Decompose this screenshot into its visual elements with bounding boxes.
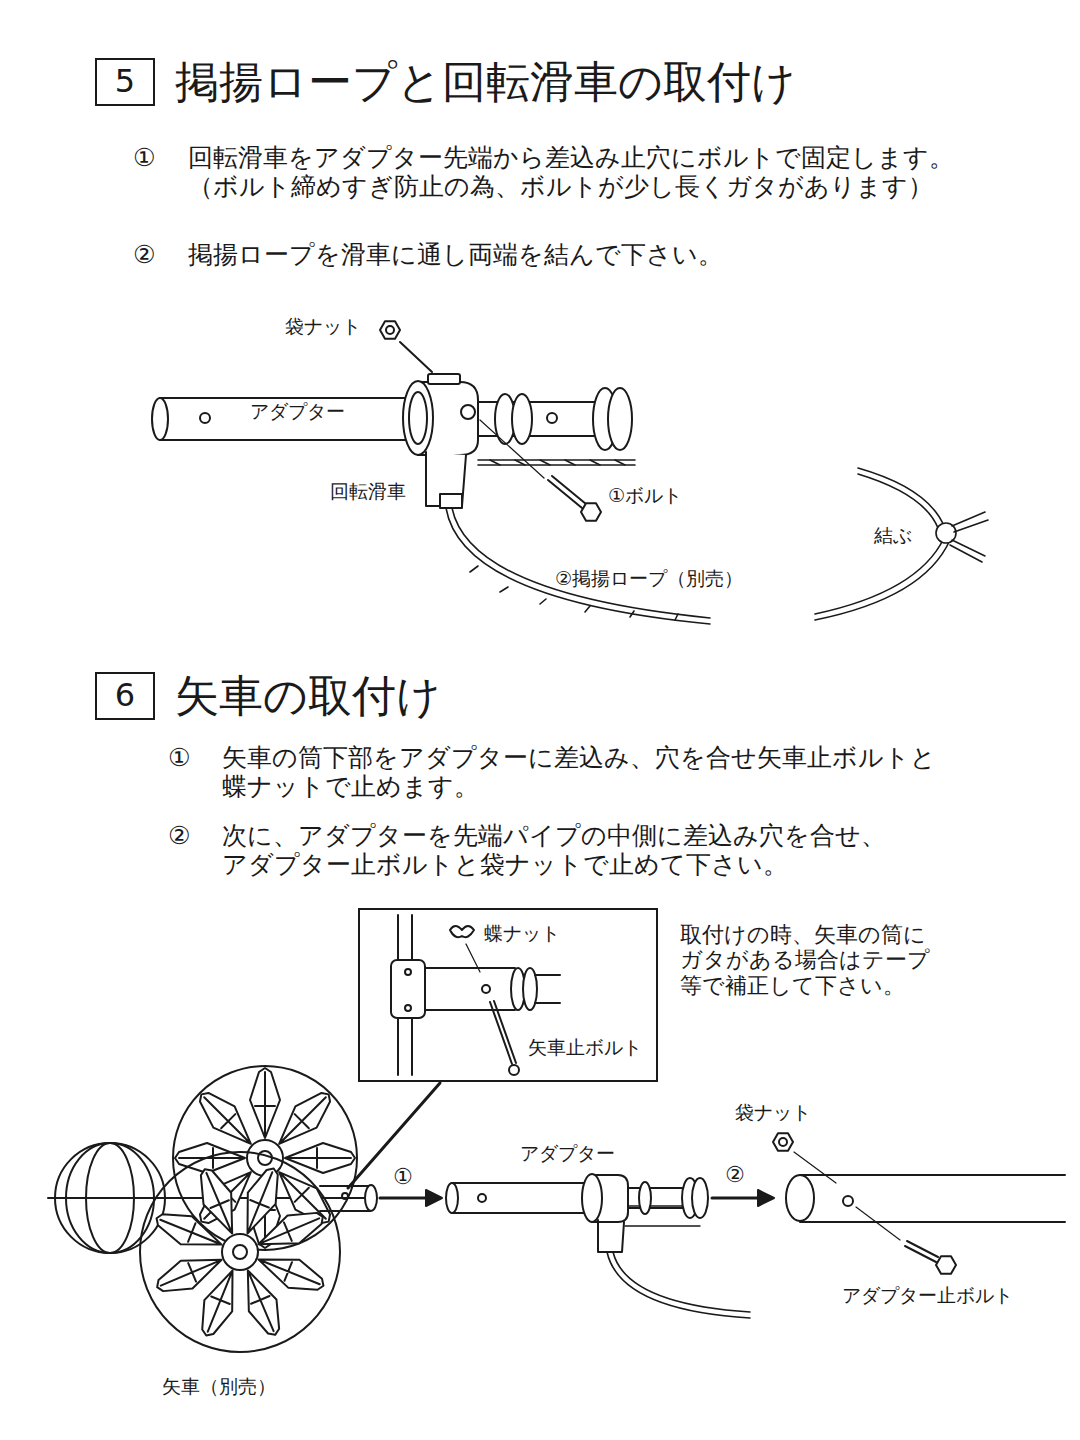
arrow (380, 1190, 774, 1206)
bolt (480, 420, 601, 521)
adapter-assembly (446, 1174, 708, 1252)
section-number-box: 6矢車の取付け (95, 672, 155, 720)
instruction-text: 次に、アダプターを先端パイプの中側に差込み穴を合せ、 アダプター止ボルトと袋ナッ… (222, 822, 892, 880)
part-label: アダプター (520, 1143, 615, 1165)
hoist-rope (446, 508, 710, 624)
windmill (48, 1066, 377, 1352)
step-number: ② (133, 241, 155, 270)
part-label: ②掲揚ロープ（別売） (555, 568, 743, 590)
spool (478, 388, 632, 450)
part-label: 矢車止ボルト (528, 1037, 642, 1058)
adapter-pipe (152, 398, 412, 440)
instruction-text: 矢車の筒下部をアダプターに差込み、穴を合せ矢車止ボルトと 蝶ナットで止めます。 (222, 744, 942, 802)
part-label: ①ボルト (608, 485, 682, 507)
callout-number: ② (725, 1162, 745, 1187)
part-label: 矢車（別売） (162, 1376, 276, 1398)
part-label: 回転滑車 (330, 481, 406, 503)
section-number-box: 5掲揚ロープと回転滑車の取付け (95, 58, 155, 106)
step-number: ① (133, 144, 155, 173)
part-label: 結ぶ (874, 525, 912, 547)
step-number: ② (168, 822, 190, 851)
rotating-pulley (403, 374, 478, 508)
cap-nut (380, 321, 432, 372)
section-number: 6 (115, 678, 135, 713)
note-text: 取付けの時、矢車の筒に ガタがある場合はテープ 等で補正して下さい。 (680, 922, 935, 998)
instruction-text: 回転滑車をアダプター先端から差込み止穴にボルトで固定します。 （ボルト締めすぎ防… (188, 144, 958, 202)
instruction-text: 掲揚ロープを滑車に通し両端を結んで下さい。 (188, 241, 723, 270)
knot (815, 468, 988, 620)
step-number: ① (168, 744, 190, 773)
section-number: 5 (115, 64, 135, 99)
part-label: 袋ナット (285, 316, 361, 338)
part-label: アダプター止ボルト (842, 1285, 1013, 1307)
part-label: アダプター (250, 401, 345, 423)
callout-number: ① (393, 1164, 413, 1189)
section-heading: 矢車の取付け (175, 672, 441, 720)
part-label: 袋ナット (735, 1102, 811, 1124)
rope-through (478, 460, 635, 465)
end-pipe (773, 1133, 1065, 1273)
section-heading: 掲揚ロープと回転滑車の取付け (175, 58, 796, 106)
hoist-rope (607, 1252, 750, 1318)
detail-inset-box: 蝶ナット矢車止ボルト (358, 908, 658, 1082)
part-label: 蝶ナット (484, 923, 560, 944)
